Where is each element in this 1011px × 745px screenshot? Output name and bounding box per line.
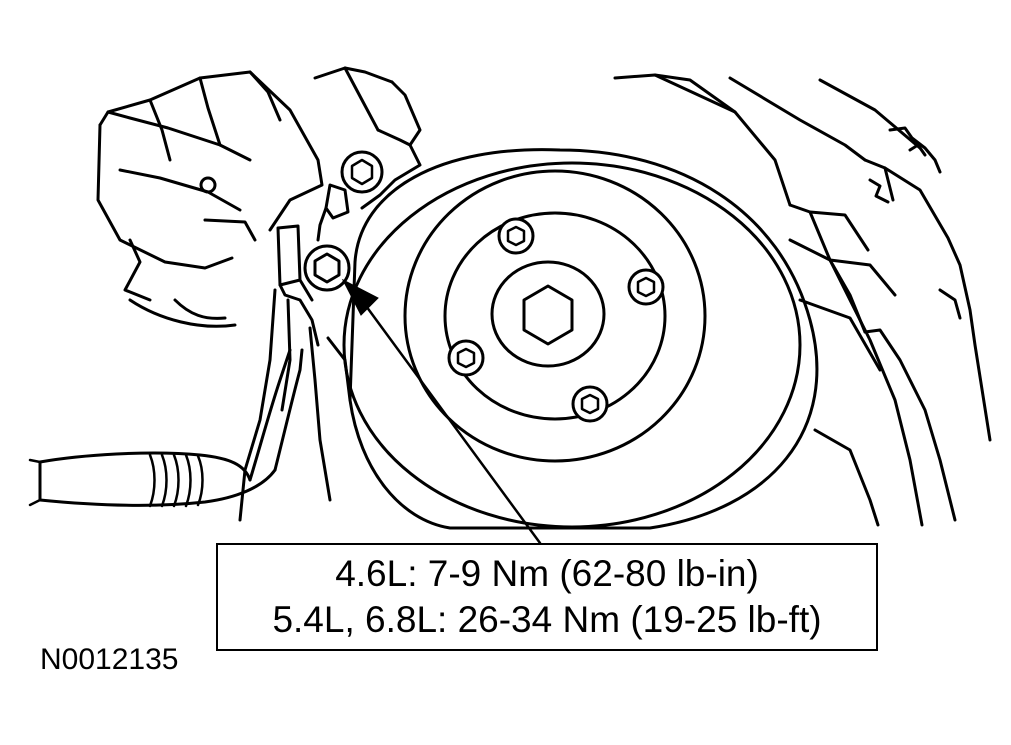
upper-left-bracket bbox=[96, 70, 324, 302]
callout-leader-line bbox=[356, 293, 542, 545]
pulley-bolt bbox=[497, 217, 535, 255]
sensor-bracket bbox=[238, 224, 352, 522]
crankshaft-pulley bbox=[342, 148, 819, 530]
wiring-harness bbox=[28, 298, 304, 508]
torque-specification-callout: 4.6L: 7-9 Nm (62-80 lb-in) 5.4L, 6.8L: 2… bbox=[216, 543, 878, 651]
torque-spec-4-6l: 4.6L: 7-9 Nm (62-80 lb-in) bbox=[335, 553, 759, 594]
torque-spec-5-4l-6-8l: 5.4L, 6.8L: 26-34 Nm (19-25 lb-ft) bbox=[272, 599, 822, 640]
figure-id: N0012135 bbox=[40, 643, 179, 676]
pulley-bolts bbox=[447, 217, 665, 423]
upper-middle-bracket bbox=[313, 66, 422, 242]
hex-bolt-icon bbox=[303, 244, 351, 292]
arrowhead-icon bbox=[341, 278, 379, 316]
pulley-bolt bbox=[627, 268, 665, 306]
pulley-bolt bbox=[447, 339, 485, 377]
lower-right-housing bbox=[788, 238, 924, 527]
pulley-bolt bbox=[571, 385, 609, 423]
